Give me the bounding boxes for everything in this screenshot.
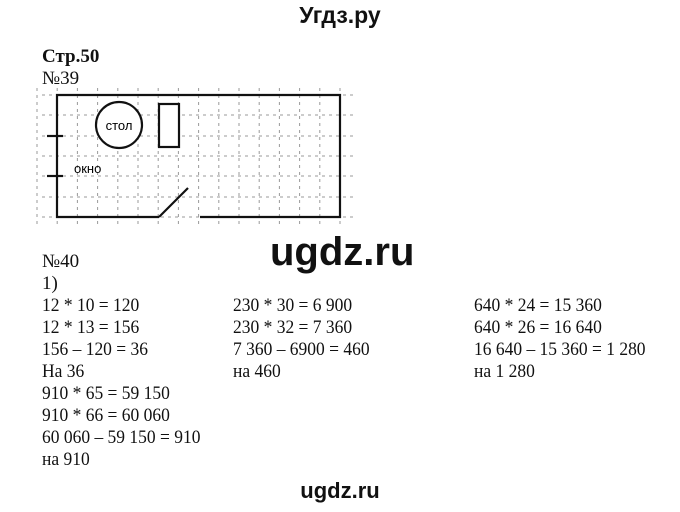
page-reference: Стр.50 [42, 46, 100, 67]
table-label: стол [106, 118, 133, 133]
solution-line: На 36 [42, 361, 85, 382]
solution-line: 16 640 – 15 360 = 1 280 [474, 339, 646, 360]
solution-line: 910 * 65 = 59 150 [42, 383, 170, 404]
solution-line: 230 * 32 = 7 360 [233, 317, 353, 338]
solution-line: на 1 280 [474, 361, 535, 382]
solution-line: 156 – 120 = 36 [42, 339, 149, 360]
solution-line: 640 * 24 = 15 360 [474, 295, 602, 316]
cabinet [157, 102, 181, 149]
solution-line: 230 * 30 = 6 900 [233, 295, 353, 316]
solution-line: на 910 [42, 449, 90, 470]
door [158, 187, 189, 218]
solution-line: на 460 [233, 361, 281, 382]
task-40-number: №40 [42, 251, 80, 272]
task-40-part: 1) [42, 273, 58, 294]
solution-line: 640 * 26 = 16 640 [474, 317, 602, 338]
solution-line: 12 * 13 = 156 [42, 317, 140, 338]
room-walls [55, 93, 342, 219]
task-39-number: №39 [42, 68, 80, 89]
round-table [94, 100, 144, 150]
solution-line: 910 * 66 = 60 060 [42, 405, 170, 426]
solution-line: 12 * 10 = 120 [42, 295, 140, 316]
grid-lines [36, 88, 355, 224]
solution-line: 60 060 – 59 150 = 910 [42, 427, 201, 448]
window-label: окно [74, 161, 101, 176]
watermark-bottom: ugdz.ru [300, 478, 380, 503]
solution-line: 7 360 – 6900 = 460 [233, 339, 370, 360]
site-title: Угдз.ру [299, 2, 381, 28]
watermark-middle: ugdz.ru [270, 230, 415, 274]
